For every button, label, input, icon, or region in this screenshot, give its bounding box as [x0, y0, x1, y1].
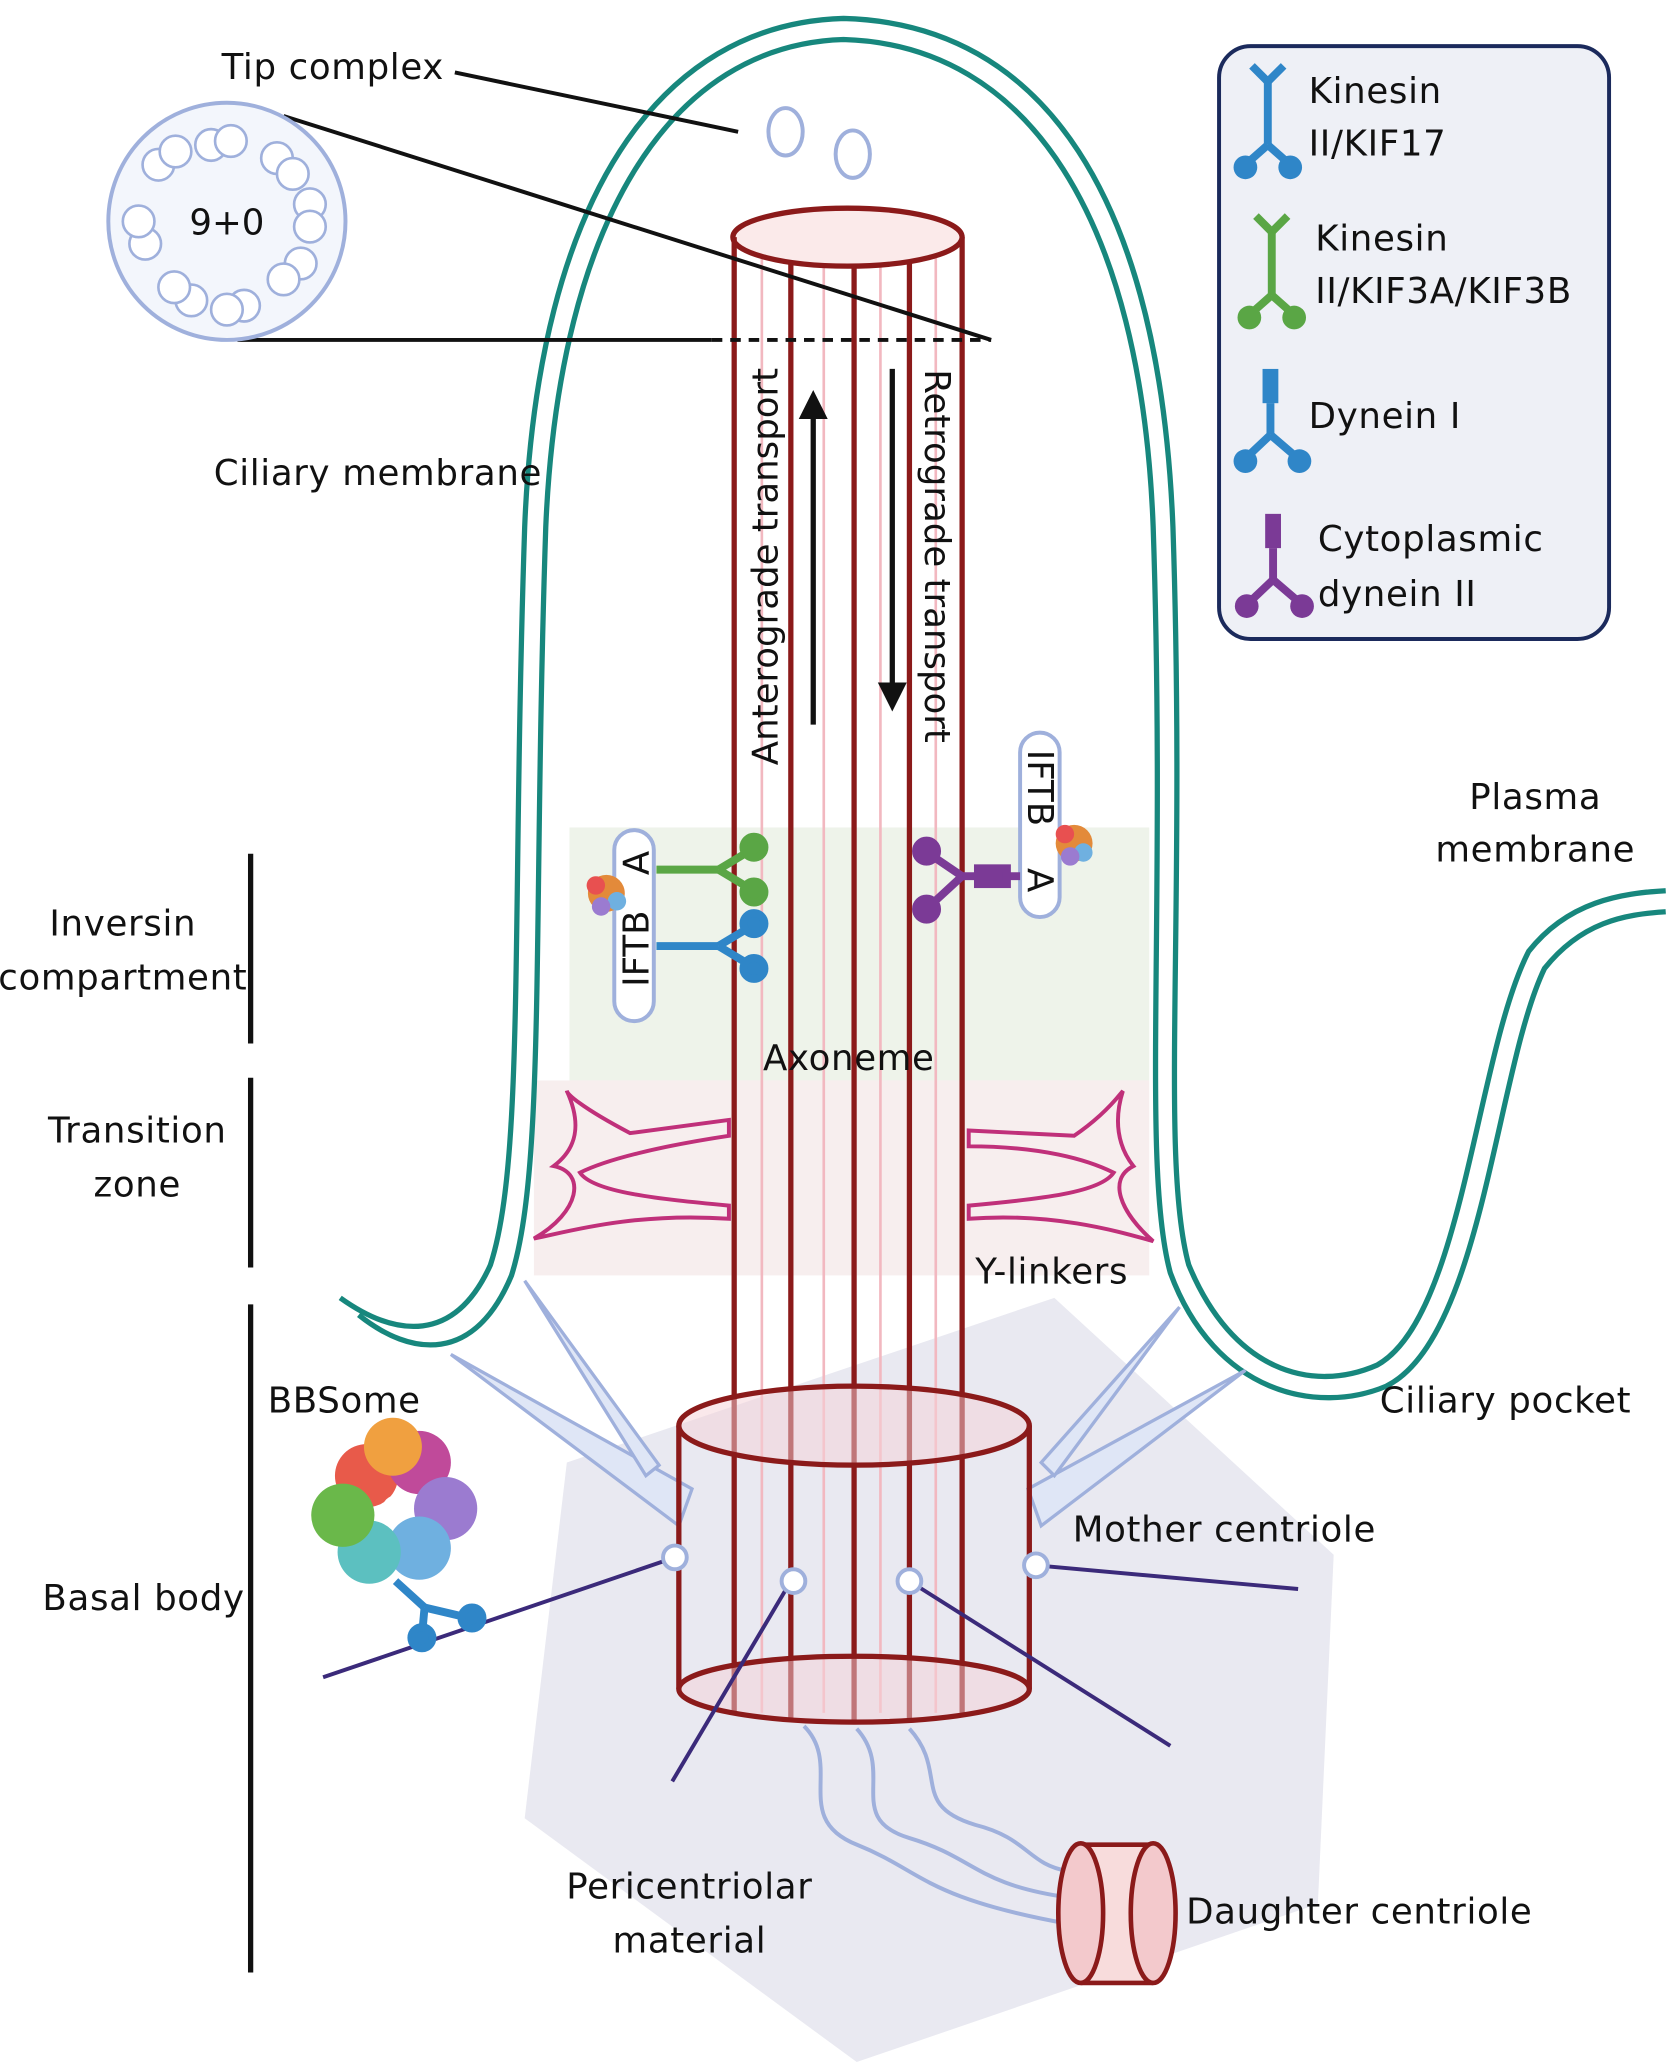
pericentriolar-material-label: material — [613, 1921, 767, 1962]
y-linkers — [532, 1089, 1155, 1244]
daughter-centriole — [1056, 1841, 1178, 1986]
mother-centriole-label: Mother centriole — [1073, 1510, 1376, 1551]
anterograde-label: Anterograde transport — [746, 368, 787, 765]
svg-text:A: A — [1019, 868, 1060, 893]
microtubule-doublets — [121, 123, 328, 327]
tip-complex — [766, 106, 872, 180]
cross-section-connectors — [237, 70, 992, 342]
legend-label: II/KIF17 — [1309, 123, 1447, 164]
legend-label: Cytoplasmic — [1318, 519, 1544, 560]
bbsome-small-icon — [586, 874, 627, 916]
daughter-centriole-label: Daughter centriole — [1186, 1892, 1532, 1933]
axoneme-label: Axoneme — [763, 1038, 935, 1079]
svg-text:A: A — [617, 850, 658, 875]
transition-zone-label: zone — [94, 1164, 181, 1205]
pcm-fibers — [802, 1724, 1068, 1926]
transition-fibers — [449, 1279, 1247, 1529]
legend-item-kinesin-kif17 — [1233, 63, 1303, 180]
legend-label: dynein II — [1318, 574, 1477, 615]
cross-section-label: 9+0 — [189, 203, 264, 244]
svg-text:IFTB: IFTB — [617, 910, 658, 986]
anterograde-arrow-icon — [798, 390, 828, 725]
appendage-anchors — [661, 1543, 1050, 1595]
tip-complex-label: Tip complex — [221, 47, 444, 88]
legend-label: Kinesin — [1309, 71, 1442, 112]
pericentriolar-material-label: Pericentriolar — [566, 1867, 812, 1908]
kinesin-kif17-motor-icon — [656, 909, 769, 983]
bbsome-icon — [311, 1417, 487, 1653]
legend-label: Kinesin — [1315, 218, 1448, 259]
ift-train-right: IFTB A — [912, 730, 1093, 924]
ift-train-left: A IFTB — [586, 828, 769, 1024]
svg-text:IFTB: IFTB — [1019, 750, 1060, 826]
cytoplasmic-dynein-motor-icon — [912, 836, 1021, 924]
plasma-membrane-label: membrane — [1435, 830, 1635, 871]
transition-zone-region — [533, 1080, 1150, 1276]
retrograde-arrow-icon — [877, 368, 907, 712]
legend: Kinesin II/KIF17 Kinesin II/KIF3A/KIF3B … — [1217, 44, 1612, 642]
retrograde-label: Retrograde transport — [916, 369, 957, 743]
mother-centriole — [676, 1383, 1032, 1725]
plasma-membrane-label: Plasma — [1469, 777, 1601, 818]
y-linkers-label: Y-linkers — [974, 1251, 1128, 1292]
ciliary-membrane-label: Ciliary membrane — [214, 453, 542, 494]
inversin-compartment-label: compartment — [0, 958, 247, 999]
legend-item-dynein-1 — [1233, 368, 1312, 474]
kinesin-kif3-motor-icon — [656, 832, 769, 907]
axoneme — [730, 205, 965, 1724]
bbsome-label: BBSome — [268, 1380, 421, 1421]
legend-item-kinesin-kif3 — [1237, 213, 1307, 330]
legend-label: II/KIF3A/KIF3B — [1315, 271, 1572, 312]
legend-item-cytoplasmic-dynein-2 — [1234, 513, 1314, 618]
appendages — [322, 1555, 1299, 1783]
basal-body-label: Basal body — [42, 1578, 244, 1619]
transition-zone-label: Transition — [47, 1110, 227, 1151]
ciliary-pocket-label: Ciliary pocket — [1380, 1380, 1632, 1421]
inversin-compartment-label: Inversin — [49, 903, 196, 944]
ciliary-membrane — [338, 15, 1666, 1401]
bbsome-small-icon — [1055, 824, 1093, 866]
legend-label: Dynein I — [1309, 396, 1461, 437]
